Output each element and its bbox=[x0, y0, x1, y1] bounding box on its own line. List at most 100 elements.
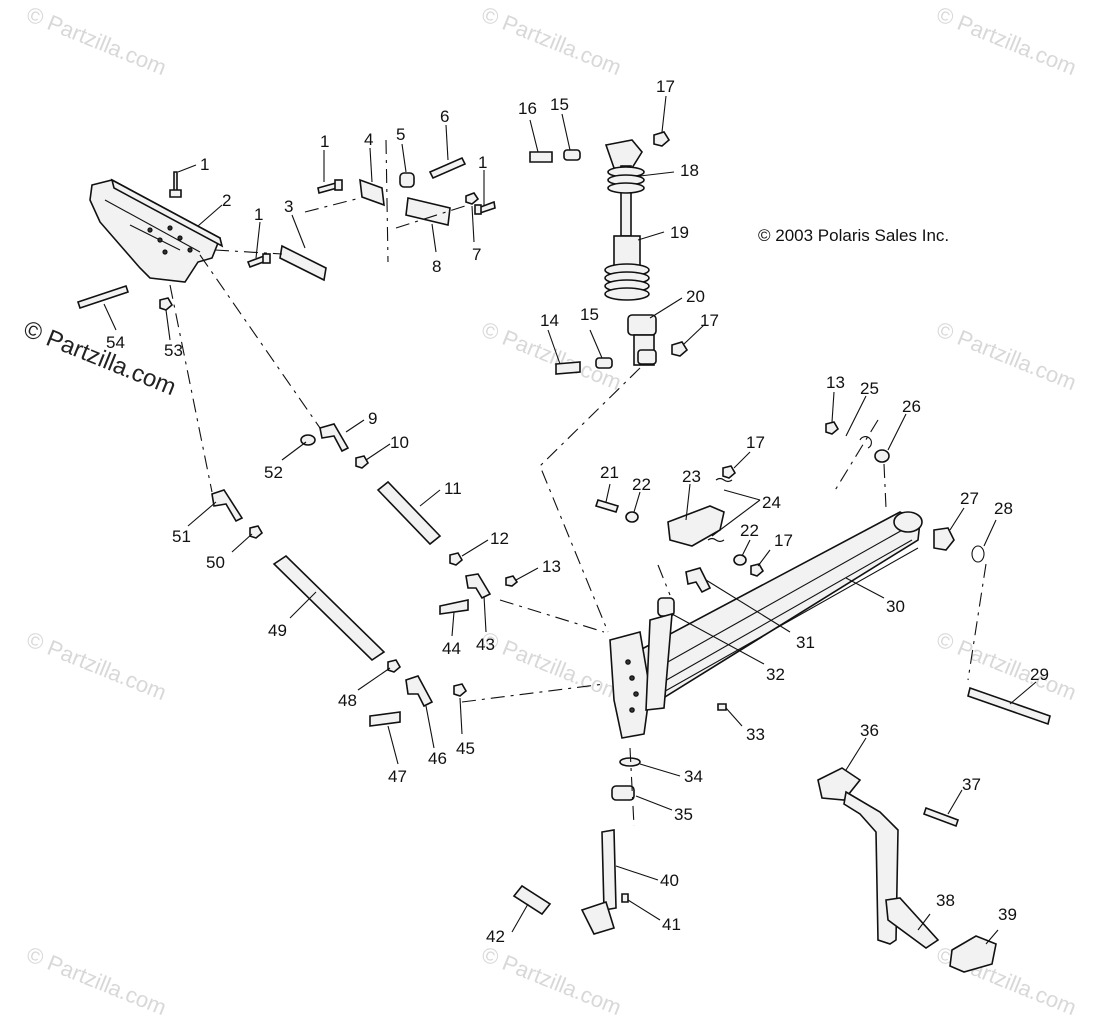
nut-part bbox=[750, 563, 765, 577]
bolt-part bbox=[474, 200, 496, 215]
callout-31: 31 bbox=[796, 633, 815, 652]
rod-end-part bbox=[685, 567, 712, 594]
bolt-part bbox=[555, 361, 581, 375]
rod-end-part bbox=[211, 489, 244, 523]
callout-43: 43 bbox=[476, 635, 495, 654]
callout-29: 29 bbox=[1030, 665, 1049, 684]
bolt-part bbox=[428, 156, 467, 180]
snap-ring-part bbox=[859, 436, 872, 449]
spindle-part bbox=[580, 829, 617, 935]
callout-10: 10 bbox=[390, 433, 409, 452]
callout-50: 50 bbox=[206, 553, 225, 572]
nut-part bbox=[465, 192, 480, 205]
washer-part bbox=[733, 554, 747, 566]
spring-part bbox=[707, 537, 725, 543]
spindle-housing-part bbox=[609, 612, 673, 739]
nut-part bbox=[453, 683, 468, 697]
callout-24: 24 bbox=[762, 493, 781, 512]
bolt-part bbox=[246, 253, 271, 269]
callout-34: 34 bbox=[684, 767, 703, 786]
rod-end-part bbox=[465, 573, 492, 600]
bolt-part bbox=[439, 599, 469, 615]
parts bbox=[76, 131, 1051, 973]
spring-part bbox=[715, 477, 733, 483]
grease-fitting-part bbox=[621, 893, 629, 903]
callout-45: 45 bbox=[456, 739, 475, 758]
watermark: © Partzilla.com bbox=[23, 626, 170, 705]
rod-end-part bbox=[319, 423, 350, 453]
callout-22: 22 bbox=[740, 521, 759, 540]
spacer-part bbox=[595, 357, 613, 369]
plate-part bbox=[405, 197, 451, 226]
callout-1: 1 bbox=[478, 153, 487, 172]
callout-4: 4 bbox=[364, 130, 373, 149]
callout-37: 37 bbox=[962, 775, 981, 794]
rod-end-part bbox=[405, 675, 434, 708]
watermark-primary: © Partzilla.com bbox=[20, 316, 180, 402]
callout-19: 19 bbox=[670, 223, 689, 242]
watermark: © Partzilla.com bbox=[23, 941, 170, 1020]
callout-leaders bbox=[103, 95, 1037, 945]
callout-3: 3 bbox=[284, 197, 293, 216]
assembly-lines bbox=[169, 139, 987, 827]
copyright-text: © 2003 Polaris Sales Inc. bbox=[758, 226, 949, 245]
callout-17: 17 bbox=[774, 531, 793, 550]
callout-52: 52 bbox=[264, 463, 283, 482]
callout-41: 41 bbox=[662, 915, 681, 934]
callout-38: 38 bbox=[936, 891, 955, 910]
callout-44: 44 bbox=[442, 639, 461, 658]
front-bracket-part bbox=[89, 178, 224, 283]
watermark: © Partzilla.com bbox=[933, 316, 1080, 395]
nut-part bbox=[505, 575, 519, 587]
callout-13: 13 bbox=[542, 557, 561, 576]
nut-part bbox=[159, 297, 174, 311]
callout-28: 28 bbox=[994, 499, 1013, 518]
callout-42: 42 bbox=[486, 927, 505, 946]
nut-part bbox=[355, 455, 370, 469]
callout-35: 35 bbox=[674, 805, 693, 824]
end-cap-part bbox=[949, 935, 997, 973]
long-bolt-part bbox=[967, 686, 1051, 726]
bushing-part bbox=[399, 172, 415, 188]
watermark: © Partzilla.com bbox=[933, 1, 1080, 80]
callout-17: 17 bbox=[656, 77, 675, 96]
nut-part bbox=[387, 659, 402, 673]
nut-part bbox=[671, 341, 689, 357]
callout-11: 11 bbox=[444, 479, 462, 498]
tube-part bbox=[376, 480, 442, 546]
bushing-part bbox=[933, 527, 955, 551]
washer-part bbox=[619, 757, 641, 767]
bushing-part bbox=[611, 785, 635, 801]
bolt-part bbox=[529, 151, 553, 163]
plate-part bbox=[279, 244, 327, 282]
shock-absorber-part bbox=[604, 139, 657, 366]
callout-21: 21 bbox=[600, 463, 619, 482]
callout-53: 53 bbox=[164, 341, 183, 360]
callout-1: 1 bbox=[200, 155, 209, 174]
callout-40: 40 bbox=[660, 871, 679, 890]
watermark: © Partzilla.com bbox=[478, 626, 625, 705]
spacer-part bbox=[563, 149, 581, 161]
callout-36: 36 bbox=[860, 721, 879, 740]
callout-49: 49 bbox=[268, 621, 287, 640]
callout-6: 6 bbox=[440, 107, 449, 126]
grease-fitting-part bbox=[717, 703, 727, 711]
tube-part bbox=[512, 884, 552, 916]
nut-part bbox=[249, 525, 264, 539]
bolt-part bbox=[594, 499, 620, 513]
tube-part bbox=[272, 554, 386, 662]
long-bolt-part bbox=[76, 284, 130, 310]
callout-2: 2 bbox=[222, 191, 231, 210]
callout-23: 23 bbox=[682, 467, 701, 486]
bolt-part bbox=[369, 711, 401, 727]
callout-30: 30 bbox=[886, 597, 905, 616]
callout-25: 25 bbox=[860, 379, 879, 398]
callout-18: 18 bbox=[680, 161, 699, 180]
callout-14: 14 bbox=[540, 311, 559, 330]
handle-part bbox=[885, 897, 940, 949]
callout-15: 15 bbox=[550, 95, 569, 114]
bushing-bracket-part bbox=[359, 178, 385, 207]
callout-12: 12 bbox=[490, 529, 509, 548]
callout-39: 39 bbox=[998, 905, 1017, 924]
